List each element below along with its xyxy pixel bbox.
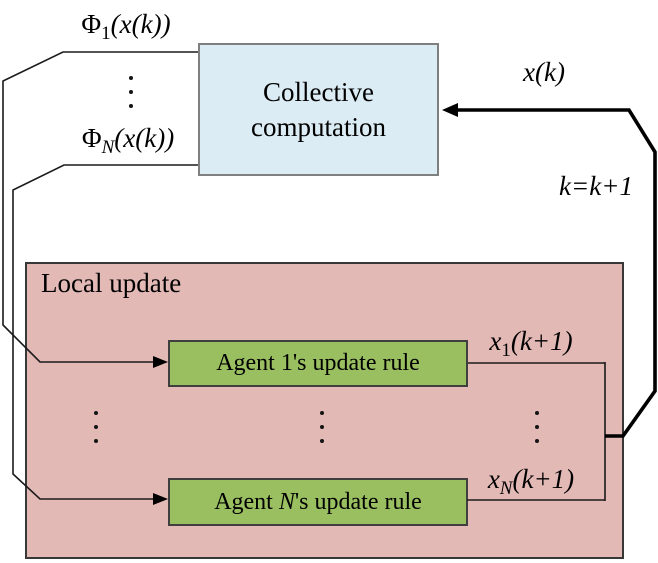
vdots-icon (129, 76, 133, 108)
phi1-label: Φ1(x(k)) (81, 9, 171, 44)
phiN-label: ΦN(x(k)) (81, 123, 175, 158)
agentN-update-rule-box: Agent N's update rule (168, 478, 468, 526)
collective-input-arrowhead (442, 103, 458, 117)
vdots-icon (535, 411, 539, 443)
collective-computation-box: Collective computation (198, 43, 439, 176)
vdots-icon (320, 411, 324, 443)
collective-computation-label-line2: computation (251, 111, 386, 142)
agent1-update-rule-box: Agent 1's update rule (168, 340, 468, 387)
collective-computation-label-line1: Collective (263, 76, 374, 107)
x1k1-label: x1(k+1) (489, 326, 573, 361)
agentN-label: Agent N's update rule (214, 488, 422, 515)
agent1-label: Agent 1's update rule (216, 350, 420, 376)
xNk1-label: xN(k+1) (487, 464, 575, 499)
k-update-label: k=k+1 (559, 171, 633, 201)
vdots-icon (94, 411, 98, 443)
local-update-title: Local update (41, 268, 182, 298)
xk-label: x(k) (523, 57, 565, 87)
